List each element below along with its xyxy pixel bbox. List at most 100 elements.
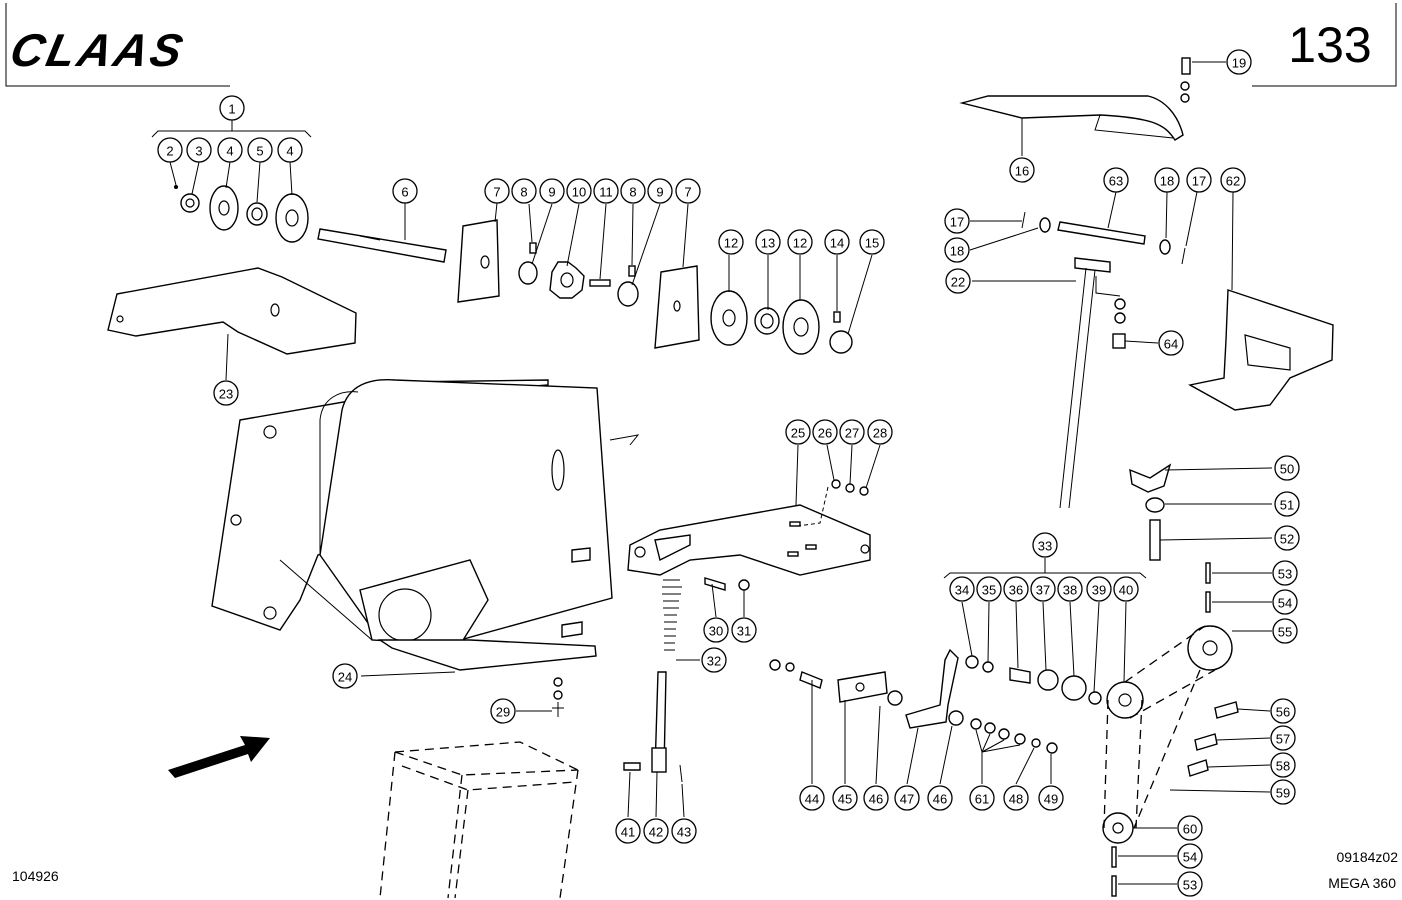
callout-label: 3 bbox=[195, 144, 202, 159]
callout-label: 41 bbox=[621, 825, 635, 840]
callout-59: 59 bbox=[1270, 779, 1296, 805]
callout-label: 43 bbox=[677, 825, 691, 840]
callout-43: 43 bbox=[671, 818, 697, 844]
callout-32: 32 bbox=[701, 647, 727, 673]
callout-label: 59 bbox=[1276, 786, 1290, 801]
callout-label: 60 bbox=[1183, 822, 1197, 837]
callout-62: 62 bbox=[1220, 167, 1246, 193]
callout-label: 44 bbox=[805, 792, 819, 807]
callout-circle bbox=[799, 785, 825, 811]
main-housing bbox=[211, 378, 640, 671]
callout-36: 36 bbox=[1003, 576, 1029, 602]
callout-label: 33 bbox=[1038, 539, 1052, 554]
callout-circle bbox=[703, 617, 729, 643]
callout-label: 4 bbox=[286, 144, 293, 159]
callout-circle bbox=[1270, 698, 1296, 724]
callout-circle bbox=[859, 229, 885, 255]
callout-circle bbox=[1103, 167, 1129, 193]
callout-label: 12 bbox=[793, 236, 807, 251]
dashed-container-outline bbox=[379, 741, 579, 899]
callout-label: 7 bbox=[684, 185, 691, 200]
callout-circle bbox=[976, 576, 1002, 602]
callout-circle bbox=[731, 617, 757, 643]
model-name: MEGA 360 bbox=[1328, 875, 1396, 891]
callout-46: 46 bbox=[927, 785, 953, 811]
callout-label: 42 bbox=[649, 825, 663, 840]
callout-label: 35 bbox=[982, 583, 996, 598]
callout-circle bbox=[927, 785, 953, 811]
callout-4: 4 bbox=[277, 137, 303, 163]
callout-circle bbox=[1270, 725, 1296, 751]
callout-53: 53 bbox=[1177, 871, 1203, 897]
callout-label: 23 bbox=[219, 387, 233, 402]
callout-circle bbox=[484, 178, 510, 204]
callout-23: 23 bbox=[213, 380, 239, 406]
callout-circle bbox=[1272, 589, 1298, 615]
callout-48: 48 bbox=[1003, 785, 1029, 811]
callout-circle bbox=[1272, 618, 1298, 644]
callout-7: 7 bbox=[675, 178, 701, 204]
callout-24: 24 bbox=[332, 663, 358, 689]
callout-58: 58 bbox=[1270, 752, 1296, 778]
callout-circle bbox=[186, 137, 212, 163]
callout-label: 58 bbox=[1276, 759, 1290, 774]
callout-6: 6 bbox=[392, 178, 418, 204]
callout-label: 9 bbox=[656, 185, 663, 200]
callout-label: 54 bbox=[1278, 596, 1292, 611]
callout-46: 46 bbox=[863, 785, 889, 811]
callout-circle bbox=[1274, 491, 1300, 517]
callout-30: 30 bbox=[703, 617, 729, 643]
callout-label: 45 bbox=[838, 792, 852, 807]
callout-63: 63 bbox=[1103, 167, 1129, 193]
callout-label: 53 bbox=[1183, 878, 1197, 893]
callout-44: 44 bbox=[799, 785, 825, 811]
callout-circle bbox=[1038, 785, 1064, 811]
callout-8: 8 bbox=[511, 178, 537, 204]
callout-37: 37 bbox=[1030, 576, 1056, 602]
callout-circle bbox=[839, 419, 865, 445]
callout-label: 19 bbox=[1232, 56, 1246, 71]
callout-label: 39 bbox=[1092, 583, 1106, 598]
callout-circle bbox=[675, 178, 701, 204]
callout-circle bbox=[1032, 532, 1058, 558]
callout-circle bbox=[824, 229, 850, 255]
callout-circle bbox=[945, 268, 971, 294]
callout-label: 18 bbox=[1160, 174, 1174, 189]
callout-circle bbox=[867, 419, 893, 445]
callout-57: 57 bbox=[1270, 725, 1296, 751]
callout-label: 26 bbox=[818, 426, 832, 441]
callout-label: 22 bbox=[951, 275, 965, 290]
callout-3: 3 bbox=[186, 137, 212, 163]
callout-label: 7 bbox=[493, 185, 500, 200]
callout-17: 17 bbox=[1186, 167, 1212, 193]
callout-28: 28 bbox=[867, 419, 893, 445]
callout-label: 2 bbox=[166, 144, 173, 159]
callout-label: 34 bbox=[955, 583, 969, 598]
callout-circle bbox=[332, 663, 358, 689]
callout-circle bbox=[949, 576, 975, 602]
callout-label: 40 bbox=[1119, 583, 1133, 598]
callout-14: 14 bbox=[824, 229, 850, 255]
pivot-shaft-parts bbox=[1021, 211, 1186, 265]
callout-label: 28 bbox=[873, 426, 887, 441]
callout-label: 18 bbox=[950, 244, 964, 259]
callout-4: 4 bbox=[217, 137, 243, 163]
callout-55: 55 bbox=[1272, 618, 1298, 644]
callout-9: 9 bbox=[539, 178, 565, 204]
callout-45: 45 bbox=[832, 785, 858, 811]
top-cover bbox=[959, 57, 1191, 141]
callout-label: 63 bbox=[1109, 174, 1123, 189]
callout-label: 32 bbox=[707, 654, 721, 669]
callout-circle bbox=[1086, 576, 1112, 602]
callout-label: 17 bbox=[1192, 174, 1206, 189]
brand-logo: CLAAS bbox=[6, 24, 190, 75]
callout-12: 12 bbox=[787, 229, 813, 255]
callout-label: 1 bbox=[228, 102, 235, 117]
callout-label: 13 bbox=[761, 236, 775, 251]
callout-61: 61 bbox=[969, 785, 995, 811]
callout-26: 26 bbox=[812, 419, 838, 445]
sprocket-assembly-parts bbox=[457, 219, 700, 349]
callout-label: 49 bbox=[1044, 792, 1058, 807]
callout-label: 47 bbox=[900, 792, 914, 807]
